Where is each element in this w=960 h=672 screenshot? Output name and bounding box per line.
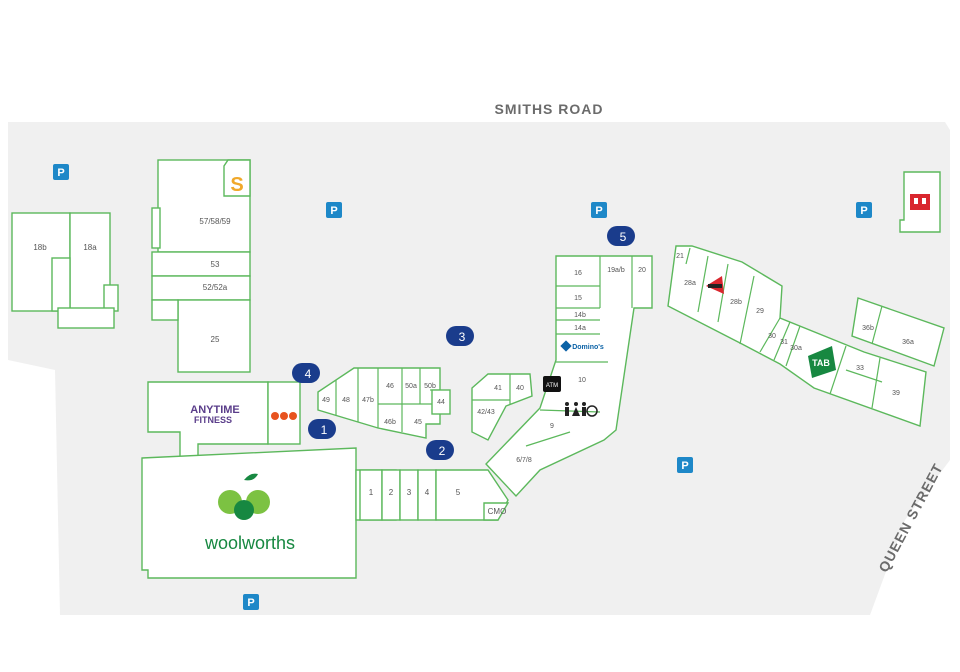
svg-text:2: 2 xyxy=(439,444,446,458)
entrance-2-marker[interactable]: 2 xyxy=(426,440,454,460)
store-57-label[interactable]: 57/58/59 xyxy=(199,217,231,226)
svg-text:5: 5 xyxy=(620,230,627,244)
dominos-label: Domino's xyxy=(572,344,604,351)
anytime-logo-line2: FITNESS xyxy=(194,415,232,425)
woolworths-logo-icon xyxy=(218,473,270,520)
anytime-logo-line1: ANYTIME xyxy=(190,404,240,416)
entrance-4-marker[interactable]: 4 xyxy=(292,363,320,383)
store-25-label[interactable]: 25 xyxy=(211,335,220,344)
store-42-label[interactable]: 42/43 xyxy=(477,409,495,416)
anytime-fitness-unit[interactable]: ANYTIME FITNESS xyxy=(147,381,301,461)
store-9-label[interactable]: 9 xyxy=(550,423,554,430)
store-14b-label[interactable]: 14b xyxy=(574,312,586,319)
store-33-label[interactable]: 33 xyxy=(856,365,864,372)
store-45-label[interactable]: 45 xyxy=(414,419,422,426)
parking-icon[interactable]: P xyxy=(326,202,342,218)
store-20-label[interactable]: 20 xyxy=(638,267,646,274)
store-30-label[interactable]: 30 xyxy=(768,333,776,340)
parking-icon[interactable]: P xyxy=(591,202,607,218)
tab-logo-icon: TAB xyxy=(808,346,836,378)
store-28b-label[interactable]: 28b xyxy=(730,299,742,306)
store-52-label[interactable]: 52/52a xyxy=(203,283,228,292)
parking-icon[interactable]: P xyxy=(856,202,872,218)
store-10-label[interactable]: 10 xyxy=(578,377,586,384)
store-19-label[interactable]: 19a/b xyxy=(607,267,625,274)
svg-text:P: P xyxy=(681,460,688,472)
store-46-label[interactable]: 46 xyxy=(386,383,394,390)
store-6-label[interactable]: 6/7/8 xyxy=(516,457,532,464)
svg-text:P: P xyxy=(247,597,254,609)
store-cmo-label[interactable]: CMO xyxy=(488,507,507,516)
store-3-label[interactable]: 3 xyxy=(407,488,412,497)
entrance-3-marker[interactable]: 3 xyxy=(446,326,474,346)
store-49-label[interactable]: 49 xyxy=(322,397,330,404)
store-46b-label[interactable]: 46b xyxy=(384,419,396,426)
svg-text:P: P xyxy=(595,205,602,217)
restaurant-logo-icon xyxy=(271,412,297,420)
atm-icon[interactable]: ATM xyxy=(543,376,561,392)
store-1-label[interactable]: 1 xyxy=(369,488,374,497)
central-block: 49 48 47b 46 50a 50b 44 46b 45 xyxy=(317,367,451,439)
store-41-label[interactable]: 41 xyxy=(494,385,502,392)
store-50b-label[interactable]: 50b xyxy=(424,383,436,390)
woolworths-unit[interactable]: woolworths xyxy=(141,447,357,579)
svg-text:4: 4 xyxy=(305,367,312,381)
store-5-label[interactable]: 5 xyxy=(456,488,461,497)
toilets-icon[interactable] xyxy=(565,402,598,417)
svg-text:P: P xyxy=(57,167,64,179)
svg-text:3: 3 xyxy=(459,330,466,344)
svg-text:1: 1 xyxy=(321,423,328,437)
parking-icon[interactable]: P xyxy=(243,594,259,610)
store-15-label[interactable]: 15 xyxy=(574,295,582,302)
store-39-label[interactable]: 39 xyxy=(892,390,900,397)
store-40-label[interactable]: 40 xyxy=(516,385,524,392)
entrance-5-marker[interactable]: 5 xyxy=(607,226,635,246)
block-40-43: 41 40 42/43 xyxy=(471,373,533,441)
tab-label: TAB xyxy=(812,358,830,368)
building-top-right xyxy=(899,171,941,233)
entrance-markers: 1 2 3 4 5 xyxy=(292,226,635,460)
store-44-label[interactable]: 44 xyxy=(437,399,445,406)
woolworths-logo-text: woolworths xyxy=(204,533,295,553)
store-48-label[interactable]: 48 xyxy=(342,397,350,404)
store-53-label[interactable]: 53 xyxy=(211,260,220,269)
store-21-label[interactable]: 21 xyxy=(676,253,684,260)
svg-text:P: P xyxy=(330,205,337,217)
building-57: S 57/58/59 53 52/52a 25 xyxy=(151,159,251,373)
smiths-road-label: SMITHS ROAD xyxy=(495,101,604,117)
parking-icons: P P P P P P xyxy=(53,164,872,610)
store-50a-label[interactable]: 50a xyxy=(405,383,417,390)
parking-icon[interactable]: P xyxy=(677,457,693,473)
store-14a-label[interactable]: 14a xyxy=(574,325,586,332)
store-4-label[interactable]: 4 xyxy=(425,488,430,497)
pizza-logo-icon xyxy=(706,276,724,294)
atm-label: ATM xyxy=(546,383,558,389)
svg-text:P: P xyxy=(860,205,867,217)
store-31-label[interactable]: 31 xyxy=(780,339,788,346)
store-2-label[interactable]: 2 xyxy=(389,488,394,497)
store-29-label[interactable]: 29 xyxy=(756,308,764,315)
store-18b-label[interactable]: 18b xyxy=(33,243,47,252)
entrance-1-marker[interactable]: 1 xyxy=(308,419,336,439)
store-16-label[interactable]: 16 xyxy=(574,270,582,277)
store-36a-label[interactable]: 36a xyxy=(902,339,914,346)
building-18: 18b 18a xyxy=(11,212,119,329)
block-6-20: 16 19a/b 20 15 14b 14a Domino's 10 9 6/7… xyxy=(485,255,653,498)
subway-logo-icon[interactable]: S xyxy=(230,174,243,196)
shops-1-5: 1 2 3 4 5 CMO xyxy=(355,469,510,521)
store-30a-label[interactable]: 30a xyxy=(790,345,802,352)
block-21-39: 21 28a 28b 29 30 31 30a 33 39 36b 36a TA… xyxy=(667,245,945,427)
store-28a-label[interactable]: 28a xyxy=(684,280,696,287)
dominos-logo-icon: Domino's xyxy=(560,340,604,352)
store-47b-label[interactable]: 47b xyxy=(362,397,374,404)
store-36b-label[interactable]: 36b xyxy=(862,325,874,332)
parking-icon[interactable]: P xyxy=(53,164,69,180)
store-18a-label[interactable]: 18a xyxy=(83,243,97,252)
